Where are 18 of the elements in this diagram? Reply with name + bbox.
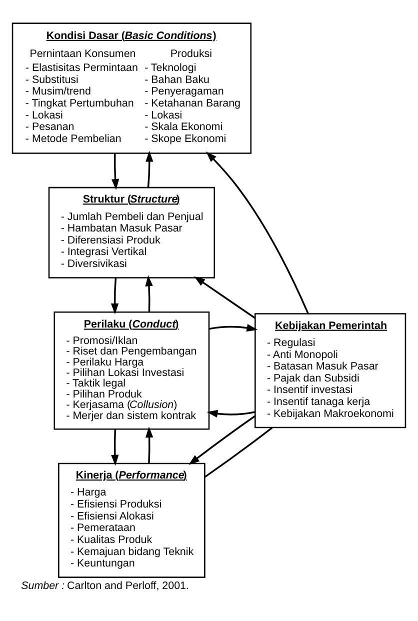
node-box: Kinerja (Performance) - Harga - Efisiensi Produksi - Efisiensi Alokasi - Pemerataan - Kualitas Produk - Kemajuan bidang Teknik - Keuntungan <box>58 462 206 578</box>
arrow <box>209 324 258 332</box>
arrow <box>206 410 256 418</box>
arrow <box>146 150 154 188</box>
arrow <box>206 151 309 314</box>
arrow <box>145 426 154 464</box>
connector <box>204 427 273 478</box>
arrow <box>111 429 119 466</box>
arrow <box>110 278 119 314</box>
node-box: Struktur (Structure) - Jumlah Pembeli dan Penjual - Hambatan Masuk Pasar - Diferensiasi Produk - Integrasi Vertikal - Diversivikasi <box>48 186 216 278</box>
node-box: Kebijakan Pemerintah - Regulasi - Anti Monopoli - Batasan Masuk Pasar - Pajak dan Subsidi - Insentif investasi - Insentif tanaga kerja - Kebijakan Makroekonomi <box>254 313 406 428</box>
node-box: Perilaku (Conduct) - Promosi/Iklan - Riset dan Pengembangan - Perilaku Harga - Pilihan Lokasi Investasi - Taktik legal - Pilihan Produk - Kerjasama (Collusion) - Merjer dan sistem kontrak <box>54 311 210 430</box>
arrow <box>194 276 256 319</box>
caption: Sumber : Carlton and Perloff, 2001. <box>21 580 189 592</box>
arrow <box>145 275 153 312</box>
arrow <box>188 415 256 465</box>
node-box: Kondisi Dasar (Basic Conditions) Pernintaan Konsumen - Elastisitas Permintaan - Substitusi - Musim/trend - Tingkat Pertumbuhan - Lokasi - Pesanan - Metode Pembelian Produksi - Teknologi - Bahan Baku - Penyeragaman - Ketahanan Barang - Lokasi - Skala Ekonomi - Skope Ekonomi <box>12 22 252 154</box>
arrow <box>111 153 120 190</box>
